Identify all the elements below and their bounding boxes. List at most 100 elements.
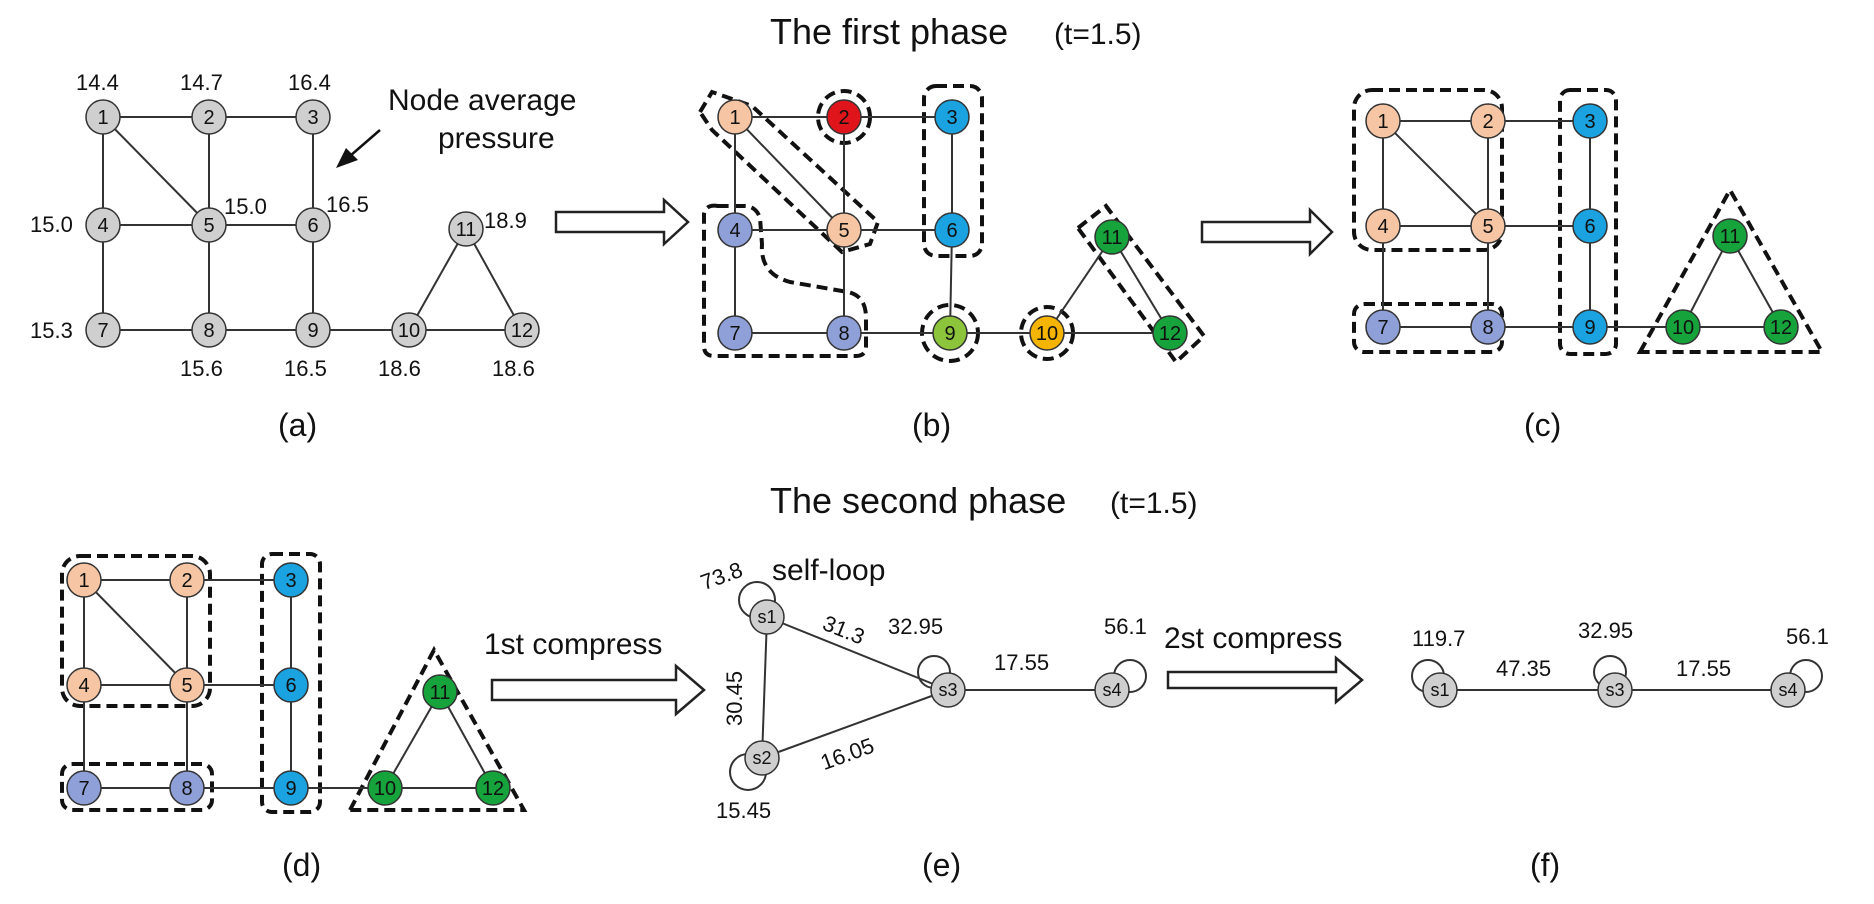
node-c-1 (1365, 103, 1401, 139)
pressure-11: 18.9 (484, 208, 527, 233)
node-label-a-12: 12 (511, 320, 533, 342)
supernodes-f: s1 s3 s4 (1422, 672, 1806, 708)
node-a-10 (391, 312, 427, 348)
arrow-a-to-b (554, 197, 690, 247)
edge-e-s1-s2 (761, 616, 768, 759)
node-label-a-4: 4 (97, 215, 108, 237)
supernode-e-s3 (930, 672, 966, 708)
node-a-5 (191, 207, 227, 243)
node-b-6 (934, 212, 970, 248)
node-d-8 (169, 770, 205, 806)
node-label-a-10: 10 (398, 320, 420, 342)
node-d-10 (367, 770, 403, 806)
node-label-d-2: 2 (181, 570, 192, 592)
node-label-c-7: 7 (1377, 317, 1388, 339)
node-c-11 (1712, 218, 1748, 254)
node-label-d-4: 4 (78, 675, 89, 697)
weight-f-s3-s4: 17.55 (1676, 656, 1731, 681)
node-label-c-3: 3 (1584, 111, 1595, 133)
node-label-a-5: 5 (203, 215, 214, 237)
supernode-f-s3 (1597, 672, 1633, 708)
phase1-t: (t=1.5) (1054, 18, 1142, 51)
supernode-e-s4 (1094, 672, 1130, 708)
node-label-b-11: 11 (1102, 227, 1123, 249)
weight-e-s3-loop: 32.95 (888, 614, 943, 639)
node-a-8 (191, 312, 227, 348)
node-c-12 (1763, 309, 1799, 345)
supernode-label-e-s3: s3 (938, 680, 957, 700)
panel-label-b: (b) (912, 407, 951, 443)
edge-d-11-12 (439, 691, 494, 789)
pressure-2: 14.7 (180, 70, 223, 95)
supernode-label-e-s1: s1 (757, 607, 776, 627)
node-label-d-10: 10 (374, 778, 396, 800)
arrow-b-to-c (1200, 206, 1334, 258)
node-b-1 (717, 99, 753, 135)
weight-f-s3-loop: 32.95 (1578, 618, 1633, 643)
supernode-f-s1 (1422, 672, 1458, 708)
node-label-b-3: 3 (946, 107, 957, 129)
node-d-11 (422, 674, 458, 710)
supernodes-e: s1 s2 s3 s4 (744, 599, 1130, 776)
supernode-label-f-s1: s1 (1430, 680, 1449, 700)
node-a-3 (295, 99, 331, 135)
node-label-d-7: 7 (78, 778, 89, 800)
weight-e-s1-s3: 31.3 (819, 610, 868, 649)
node-label-a-2: 2 (203, 107, 214, 129)
supernode-label-e-s4: s4 (1102, 680, 1121, 700)
node-label-b-5: 5 (838, 220, 849, 242)
edge-d-1-5 (83, 579, 188, 686)
node-a-7 (85, 312, 121, 348)
arrow-d-to-e (490, 663, 706, 717)
edge-e-s1-s3 (766, 616, 949, 691)
node-label-b-10: 10 (1036, 323, 1058, 345)
node-label-b-8: 8 (838, 323, 849, 345)
node-a-9 (295, 312, 331, 348)
pressure-9: 16.5 (284, 356, 327, 381)
node-b-2 (826, 99, 862, 135)
node-c-6 (1572, 208, 1608, 244)
supernode-label-e-s2: s2 (752, 748, 771, 768)
weight-e-s3-s4: 17.55 (994, 650, 1049, 675)
annotation-arrow (336, 129, 381, 168)
node-c-7 (1365, 309, 1401, 345)
panel-label-d: (d) (282, 847, 321, 883)
supernode-e-s1 (749, 599, 785, 635)
node-c-8 (1470, 309, 1506, 345)
supernode-label-f-s3: s3 (1605, 680, 1624, 700)
pressure-1: 14.4 (76, 70, 119, 95)
node-label-b-4: 4 (729, 220, 740, 242)
node-label-d-12: 12 (482, 778, 504, 800)
panel-label-f: (f) (1530, 847, 1560, 883)
supernode-label-f-s4: s4 (1778, 680, 1797, 700)
node-c-2 (1470, 103, 1506, 139)
node-label-a-9: 9 (307, 320, 318, 342)
node-b-8 (826, 315, 862, 351)
node-b-12 (1152, 315, 1188, 351)
edge-b-1-5 (734, 116, 845, 231)
edge-e-s2-s3 (761, 689, 949, 759)
phase2-title: The second phase (770, 480, 1066, 521)
node-label-d-8: 8 (181, 778, 192, 800)
node-label-a-7: 7 (97, 320, 108, 342)
node-c-9 (1572, 309, 1608, 345)
self-loop-label: self-loop (772, 554, 885, 587)
node-d-7 (66, 770, 102, 806)
weight-f-s4-loop: 56.1 (1786, 624, 1829, 649)
supernode-e-s2 (744, 740, 780, 776)
node-b-9 (932, 315, 968, 351)
pressure-12: 18.6 (492, 356, 535, 381)
node-b-3 (934, 99, 970, 135)
node-d-12 (475, 770, 511, 806)
edge-c-1-5 (1382, 120, 1489, 227)
node-label-b-1: 1 (729, 107, 740, 129)
phase2-t: (t=1.5) (1110, 487, 1198, 520)
node-label-d-11: 11 (430, 682, 451, 704)
node-label-c-9: 9 (1584, 317, 1595, 339)
pressure-10: 18.6 (378, 356, 421, 381)
